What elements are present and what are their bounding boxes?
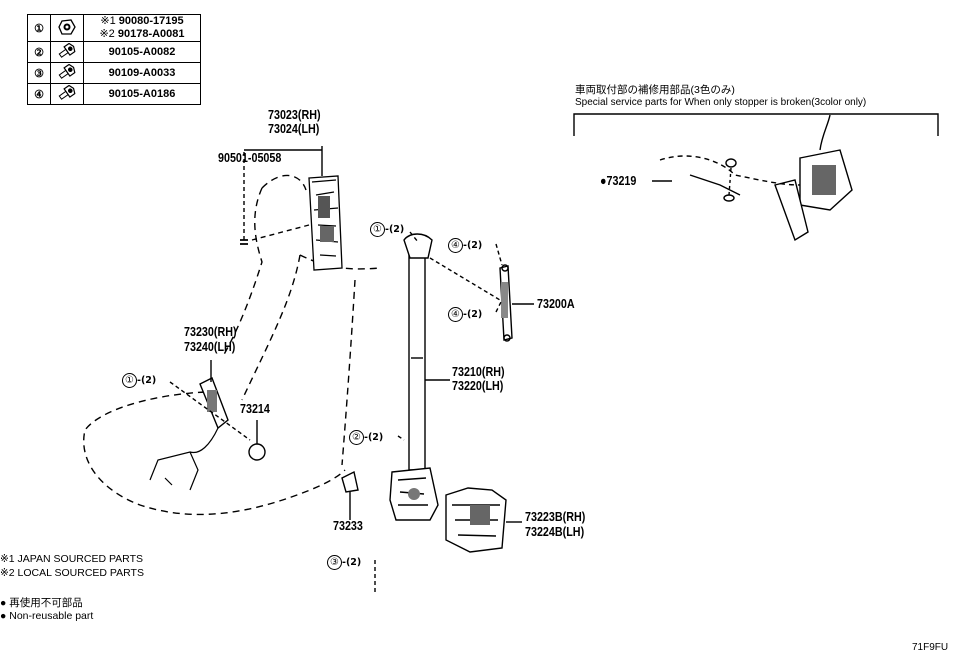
callout-1-top: ①-(2)	[370, 219, 404, 238]
bolt-icon	[50, 83, 84, 105]
footnote-non-reusable-en: ● Non-reusable part	[0, 610, 94, 622]
belt-stopper	[341, 470, 359, 493]
shoulder-anchor-cover	[308, 175, 343, 271]
retractor-cover	[445, 487, 507, 553]
footnote-non-reusable-jp: ● 再使用不可部品	[0, 597, 83, 609]
label-90501: 90501-05058	[218, 151, 282, 165]
callout-qty: (2)	[388, 224, 405, 235]
callout-4-upper: ④-(2)	[448, 235, 482, 254]
legend-part-1a: 90080-17195	[118, 15, 184, 27]
seat-cushion-outline	[83, 391, 346, 516]
footnote-japan-sourced: ※1 JAPAN SOURCED PARTS	[0, 553, 143, 565]
legend-row-3: ③ 90109-A0033	[27, 62, 201, 84]
seat-belt-webbing	[403, 233, 433, 471]
lower-anchor-with-wire	[149, 377, 229, 491]
label-73240: 73240(LH)	[184, 340, 236, 354]
callout-1-left: ①-(2)	[122, 370, 156, 389]
label-73214: 73214	[240, 402, 270, 416]
label-73024: 73024(LH)	[268, 122, 320, 136]
seat-belt-retractor	[389, 467, 439, 521]
service-note-japanese: 車両取付部の補修用部品(3色のみ)	[575, 84, 735, 96]
callout-4-lower: ④-(2)	[448, 304, 482, 323]
legend-part-3: 90109-A0033	[83, 62, 201, 84]
legend-num-1: ①	[27, 14, 51, 42]
label-73219: ●73219	[600, 174, 637, 188]
legend-part-1b: 90178-A0081	[117, 28, 185, 40]
legend-mark-1a: ※1	[100, 15, 116, 27]
callout-number: ④	[448, 238, 463, 253]
label-73210: 73210(RH)	[452, 365, 505, 379]
figure-code: 71F9FU	[912, 642, 949, 653]
label-73233: 73233	[333, 519, 363, 533]
callout-number: ①	[370, 222, 385, 237]
shoulder-height-adjuster	[499, 264, 513, 342]
callout-number: ④	[448, 307, 463, 322]
washer	[248, 443, 266, 461]
callout-qty: (2)	[466, 240, 483, 251]
callout-number: ③	[327, 555, 342, 570]
label-73230: 73230(RH)	[184, 325, 237, 339]
legend-row-1: ① ※1 90080-17195 ※2 90178-A0081	[27, 14, 201, 42]
fastener-legend-table: ① ※1 90080-17195 ※2 90178-A0081 ② 90105-…	[27, 14, 201, 105]
service-note-english: Special service parts for When only stop…	[575, 97, 867, 108]
legend-part-4: 90105-A0186	[83, 83, 201, 105]
label-73220: 73220(LH)	[452, 379, 504, 393]
label-73224B: 73224B(LH)	[525, 525, 585, 539]
legend-row-4: ④ 90105-A0186	[27, 83, 201, 105]
callout-number: ②	[349, 430, 364, 445]
callout-number: ①	[122, 373, 137, 388]
label-73023: 73023(RH)	[268, 108, 321, 122]
label-73223B: 73223B(RH)	[525, 510, 586, 524]
callout-qty: (2)	[140, 375, 157, 386]
callout-qty: (2)	[367, 432, 384, 443]
seat-outline	[221, 174, 307, 401]
callout-qty: (2)	[345, 557, 362, 568]
callout-3: ③-(2)	[327, 552, 361, 571]
label-73200A: 73200A	[537, 297, 575, 311]
legend-mark-1b: ※2	[99, 28, 115, 40]
callout-qty: (2)	[466, 309, 483, 320]
footnote-local-sourced: ※2 LOCAL SOURCED PARTS	[0, 567, 144, 579]
callout-2: ②-(2)	[349, 427, 383, 446]
service-anchor-detail	[659, 114, 853, 242]
